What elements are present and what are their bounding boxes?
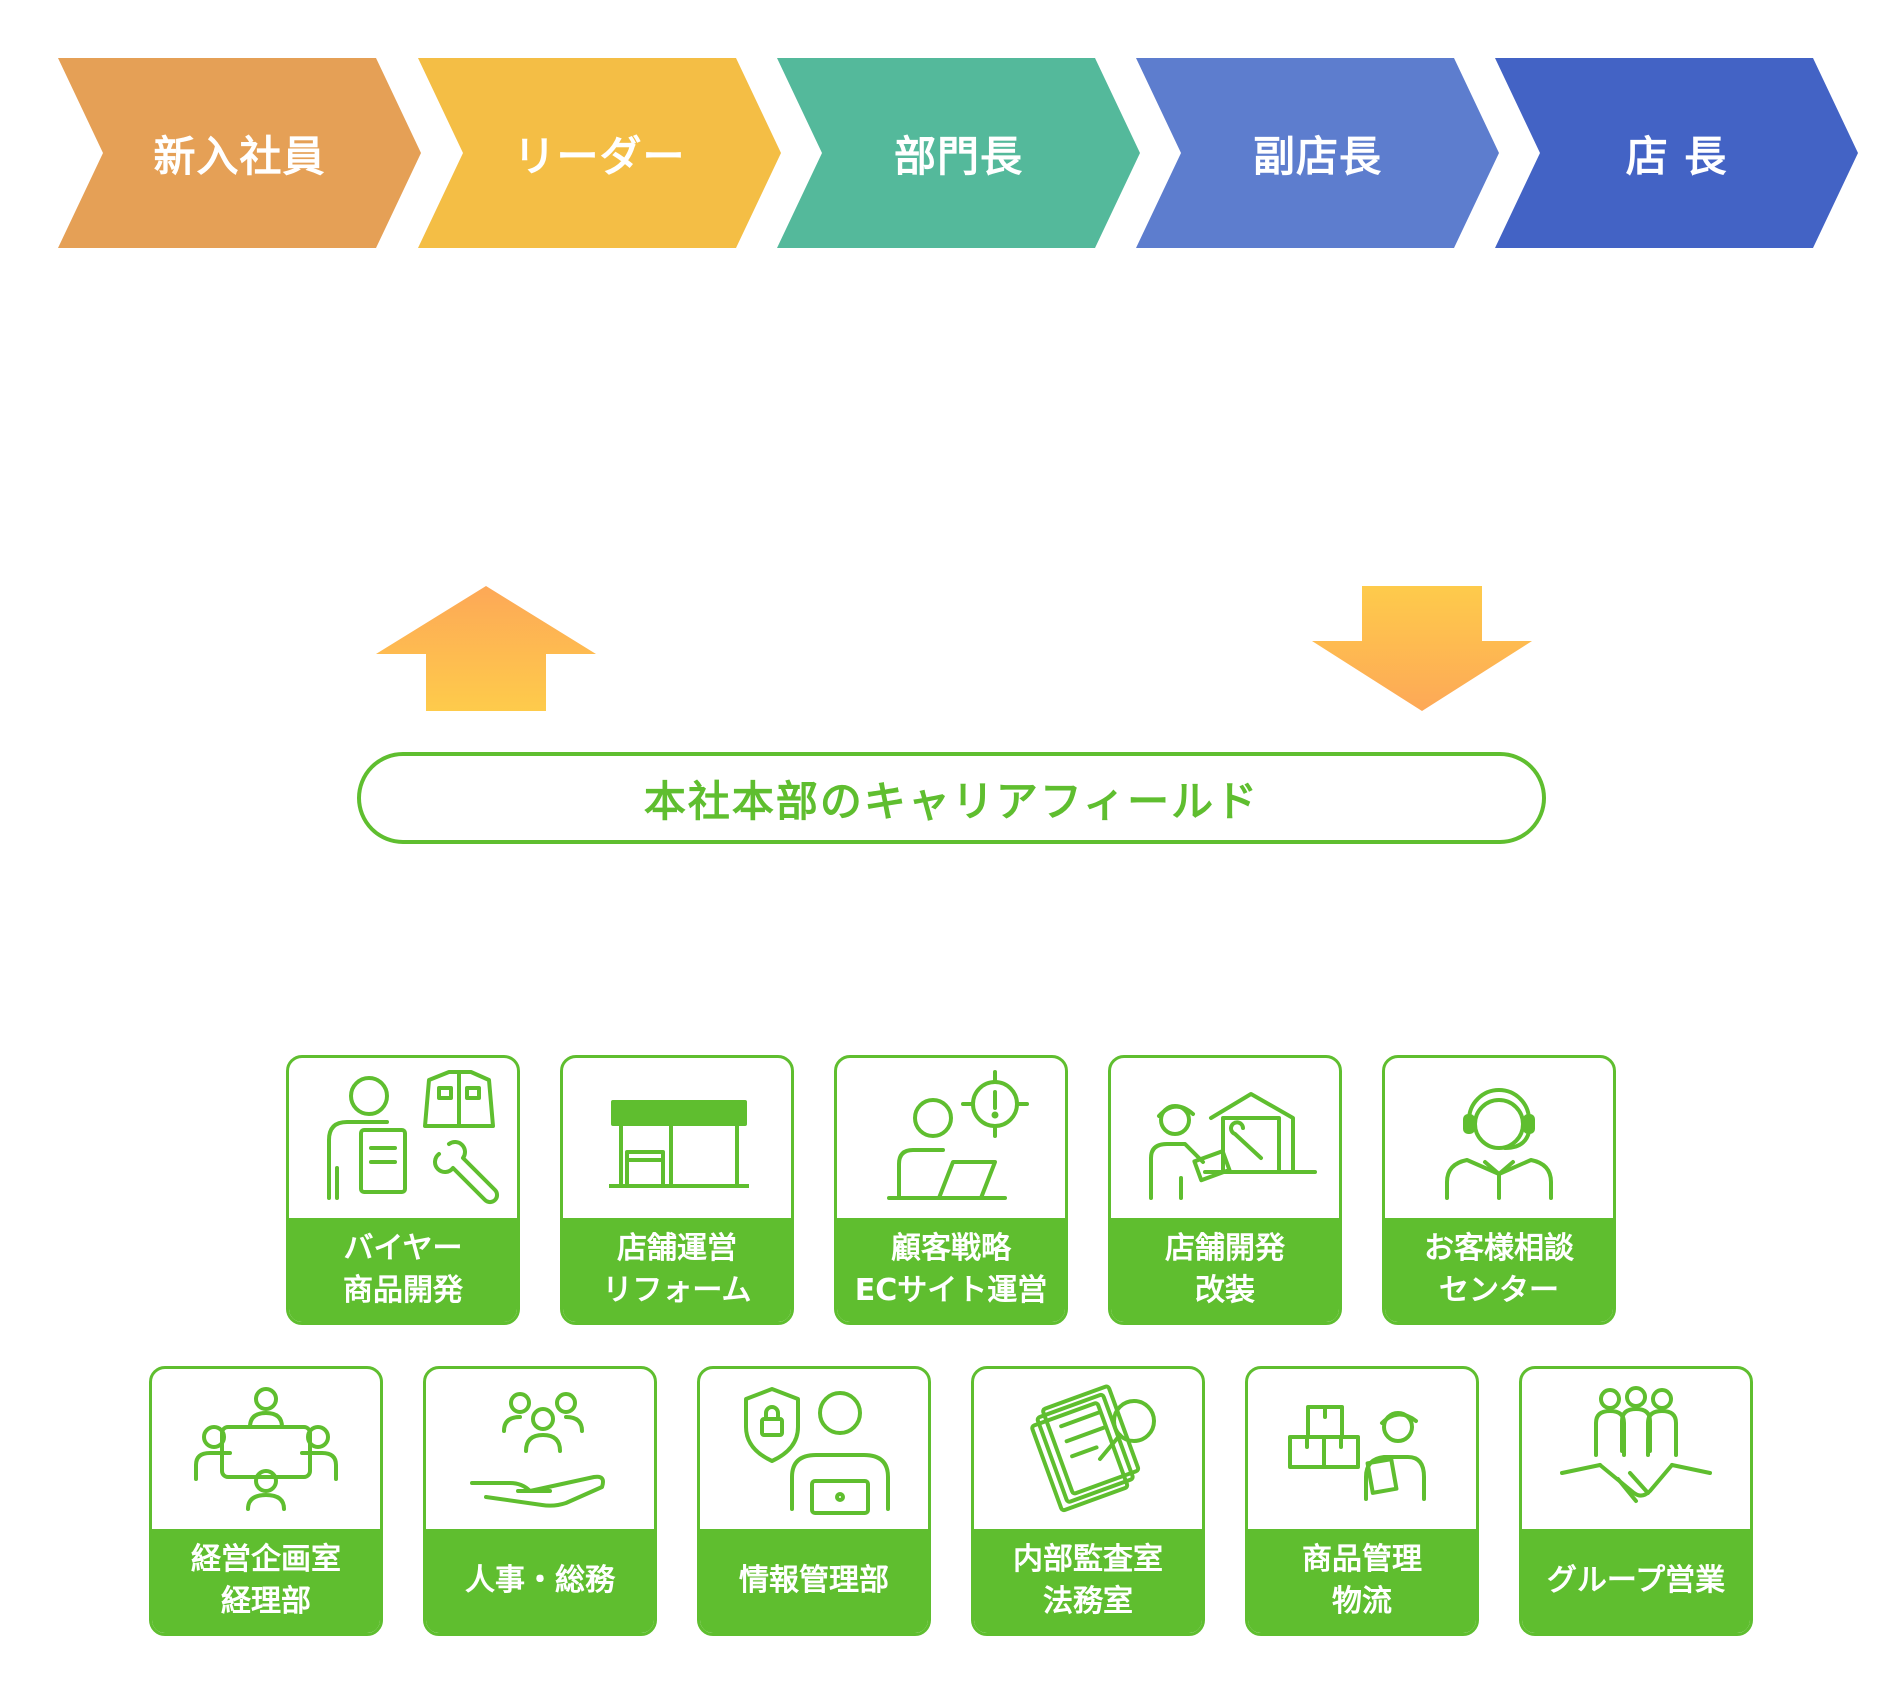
down-arrow-icon — [1312, 586, 1532, 711]
stage-label: 店 長 — [1625, 131, 1728, 181]
dept-label: お客様相談 センター — [1385, 1218, 1613, 1322]
dept-card-buyer: バイヤー 商品開発 — [286, 1055, 520, 1325]
dept-card-logistics: 商品管理 物流 — [1245, 1366, 1479, 1636]
call-center-icon — [1445, 1088, 1553, 1200]
stage-label: 副店長 — [1252, 131, 1382, 181]
chevron-shape — [58, 58, 421, 248]
store-development-icon — [1149, 1092, 1317, 1200]
dept-card-store-development: 店舗開発 改装 — [1108, 1055, 1342, 1325]
stage-leader: リーダー — [418, 58, 781, 248]
dept-label: 人事・総務 — [426, 1529, 654, 1633]
dept-label: グループ営業 — [1522, 1529, 1750, 1633]
career-field-title: 本社本部のキャリアフィールド — [357, 752, 1546, 844]
stage-new-employee: 新入社員 — [58, 58, 421, 248]
dept-card-management-planning: 経営企画室 経理部 — [149, 1366, 383, 1636]
chevron-shape — [1495, 58, 1858, 248]
dept-card-information: 情報管理部 — [697, 1366, 931, 1636]
audit-icon — [1030, 1384, 1156, 1513]
dept-card-hr: 人事・総務 — [423, 1366, 657, 1636]
up-arrow-icon — [376, 586, 596, 711]
chevron-shape — [418, 58, 781, 248]
security-icon — [744, 1387, 890, 1515]
stage-deputy-manager: 副店長 — [1136, 58, 1499, 248]
meeting-icon — [194, 1387, 338, 1511]
stage-department-head: 部門長 — [777, 58, 1140, 248]
dept-label: 情報管理部 — [700, 1529, 928, 1633]
dept-label: 店舗運営 リフォーム — [563, 1218, 791, 1322]
store-icon — [609, 1100, 749, 1188]
dept-label: バイヤー 商品開発 — [289, 1218, 517, 1322]
dept-card-audit: 内部監査室 法務室 — [971, 1366, 1205, 1636]
dept-card-customer-center: お客様相談 センター — [1382, 1055, 1616, 1325]
dept-label: 顧客戦略 ECサイト運営 — [837, 1218, 1065, 1322]
hr-icon — [470, 1392, 605, 1508]
logistics-icon — [1288, 1405, 1426, 1501]
dept-card-customer-strategy: 顧客戦略 ECサイト運営 — [834, 1055, 1068, 1325]
dept-label: 経営企画室 経理部 — [152, 1529, 380, 1633]
stage-label: リーダー — [513, 131, 686, 181]
dept-label: 商品管理 物流 — [1248, 1529, 1476, 1633]
stage-label: 新入社員 — [153, 131, 326, 181]
stage-label: 部門長 — [893, 131, 1023, 181]
chevron-shape — [1136, 58, 1499, 248]
dept-card-store-operations: 店舗運営 リフォーム — [560, 1055, 794, 1325]
stage-store-manager: 店 長 — [1495, 58, 1858, 248]
dept-label: 内部監査室 法務室 — [974, 1529, 1202, 1633]
chevron-shape — [777, 58, 1140, 248]
buyer-icon — [327, 1070, 500, 1205]
customer-strategy-icon — [887, 1070, 1029, 1200]
dept-card-group-sales: グループ営業 — [1519, 1366, 1753, 1636]
handshake-icon — [1560, 1386, 1712, 1503]
dept-label: 店舗開発 改装 — [1111, 1218, 1339, 1322]
